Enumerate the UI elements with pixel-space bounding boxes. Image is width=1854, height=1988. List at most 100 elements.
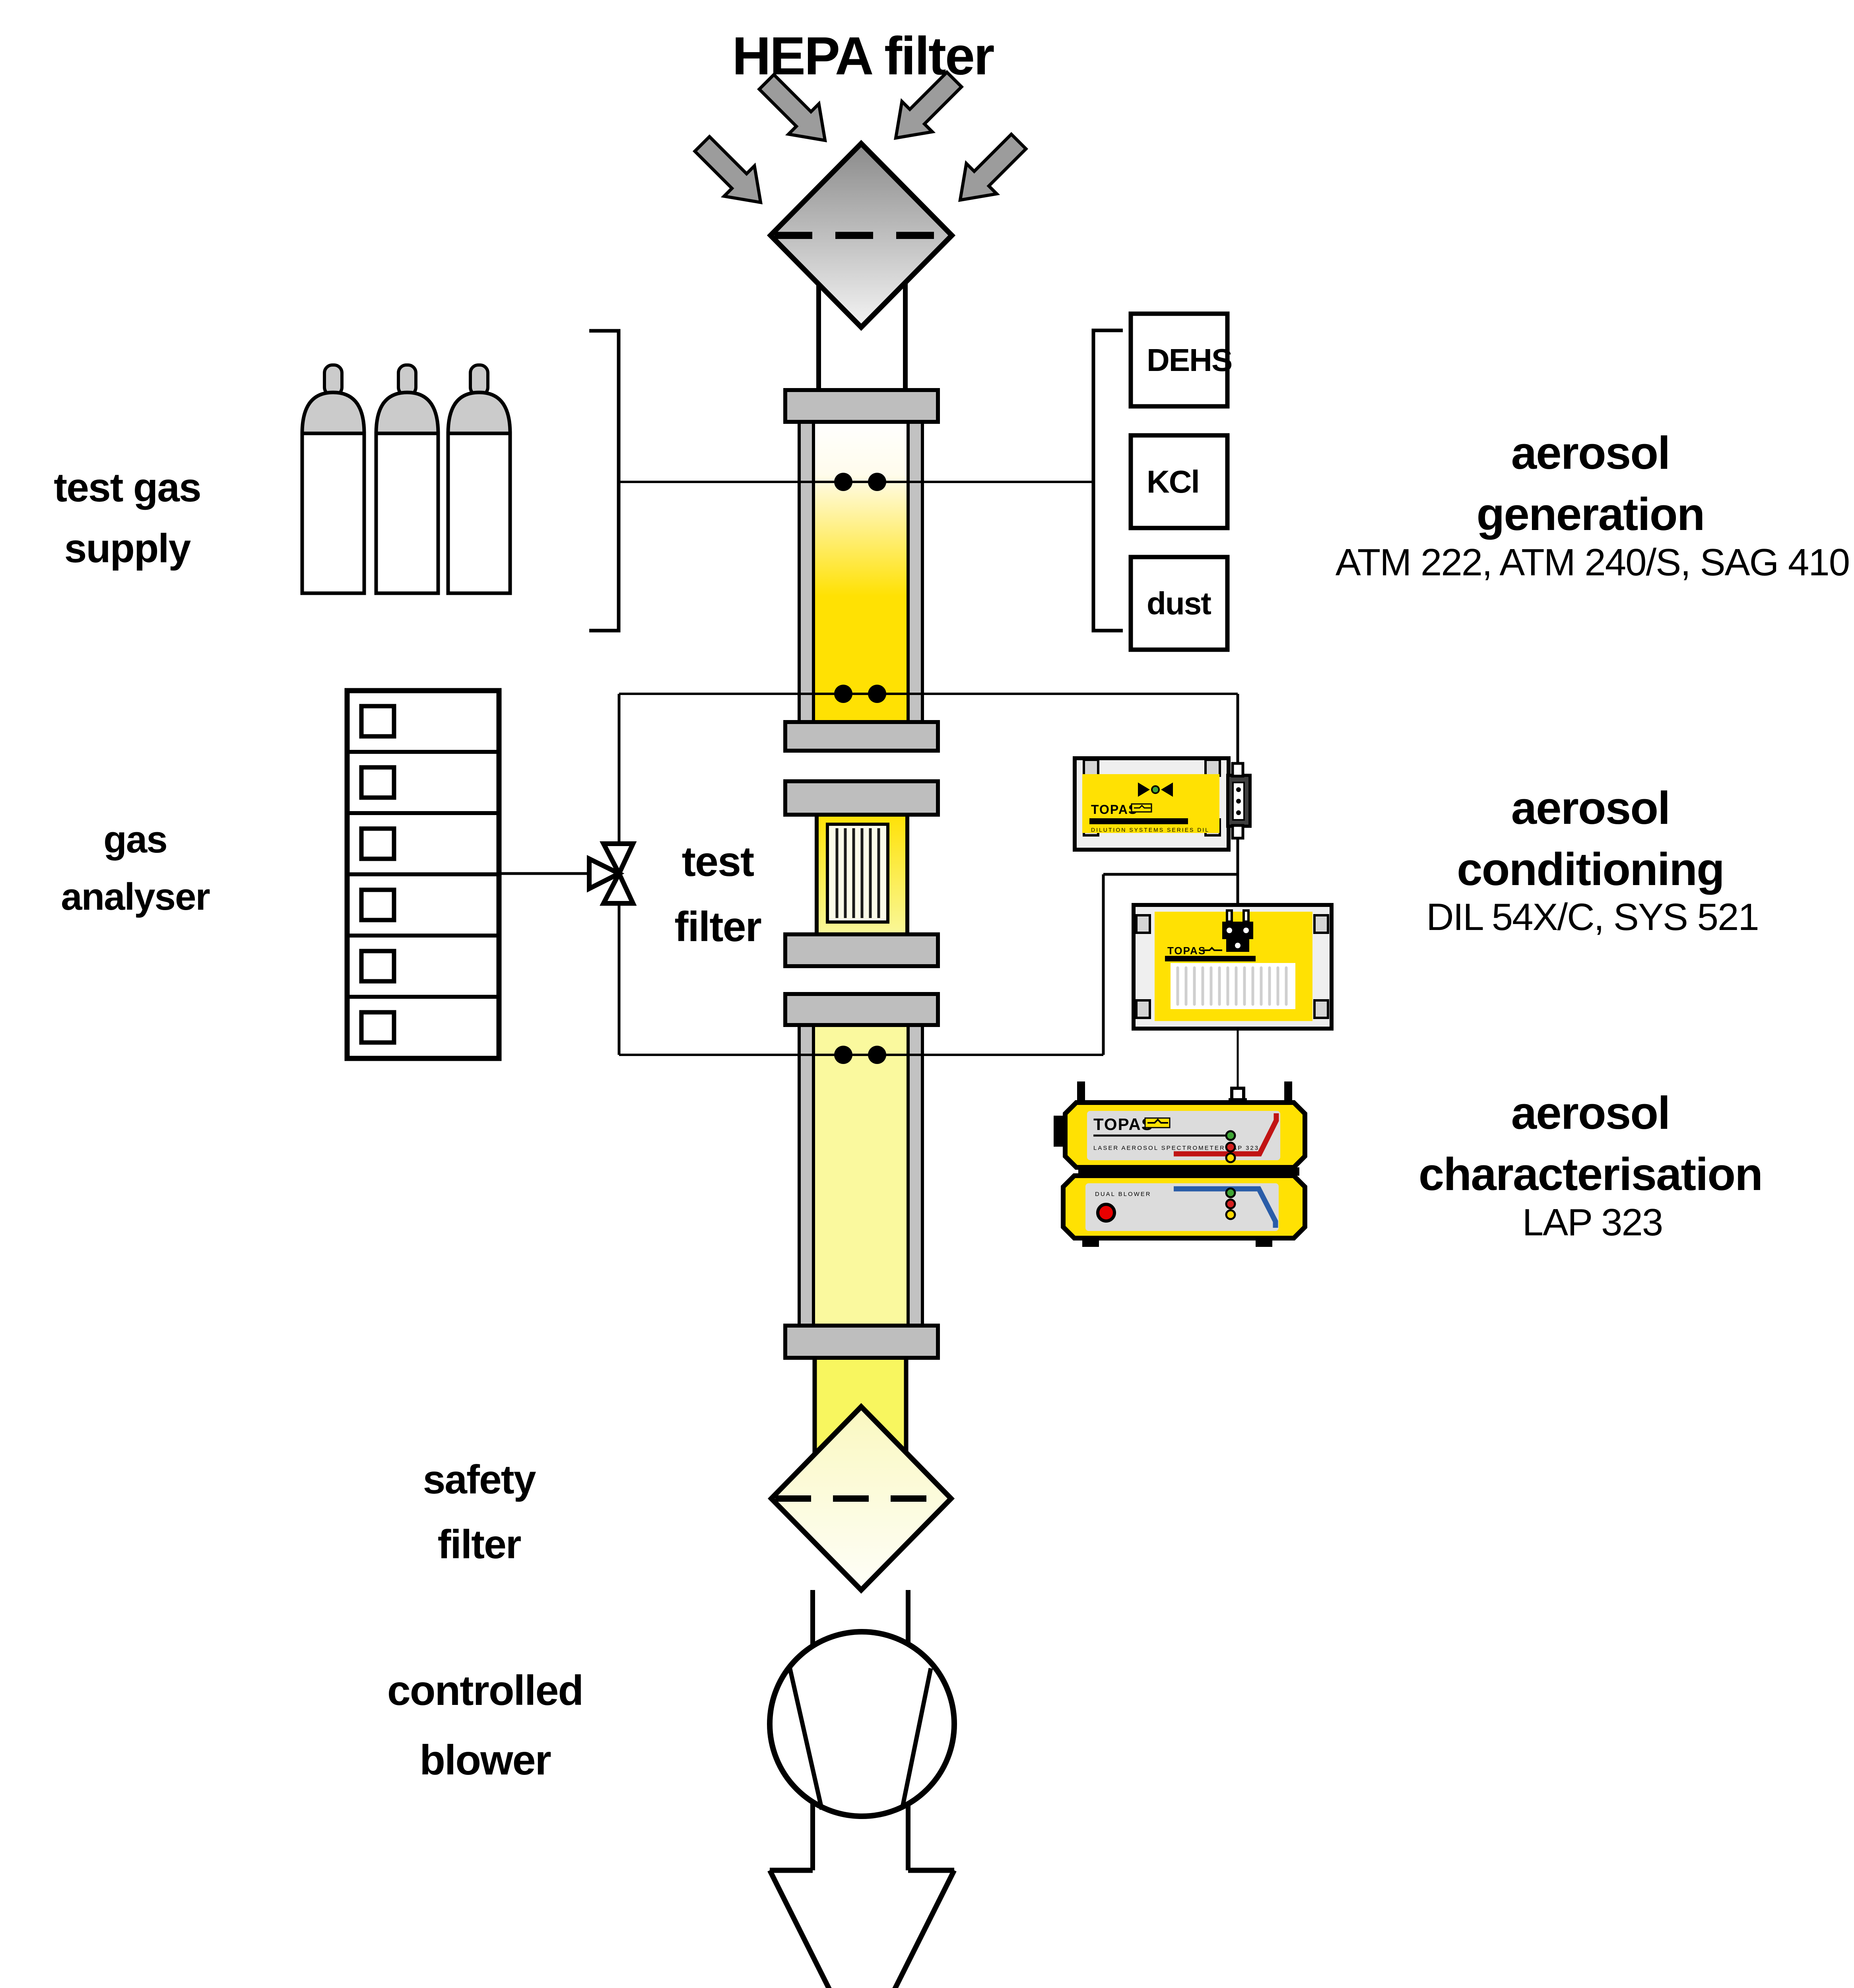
led-green <box>1225 1130 1236 1141</box>
source-box-kcl <box>1128 433 1230 530</box>
gas-cylinder <box>300 363 366 595</box>
conditioner-inlet-connector <box>1222 909 1253 952</box>
source-box-dehs <box>1128 311 1230 409</box>
three-way-valve-icon <box>587 841 637 906</box>
label-safety-filter: safety filter <box>360 1447 598 1577</box>
safety-filter-icon <box>767 1403 955 1594</box>
pipe-stub <box>1231 762 1244 778</box>
power-button <box>1096 1203 1116 1223</box>
mixing-duct <box>783 388 940 753</box>
label-line: analyser <box>61 876 210 918</box>
heading-line: aerosol <box>1511 782 1671 834</box>
analyser-module-window <box>359 1010 396 1045</box>
brand-logo-text: TOPAS <box>1091 802 1138 817</box>
flange <box>783 779 940 817</box>
label-line: blower <box>419 1736 551 1784</box>
generation-bracket <box>1091 328 1123 633</box>
inflow-arrow-icon <box>894 70 964 140</box>
models-aerosol-generation: ATM 222, ATM 240/S, SAG 410 <box>1335 541 1850 584</box>
flange <box>783 932 940 968</box>
duct-wall <box>907 418 924 725</box>
test-filter-section <box>783 779 940 968</box>
brand-logo-mark <box>1131 803 1152 813</box>
analyser-module-window <box>359 887 396 922</box>
sampling-port-dot <box>868 685 886 703</box>
antenna <box>1284 1081 1292 1103</box>
outlet-arrow-icon <box>767 1868 957 1988</box>
led-yellow <box>1225 1152 1236 1163</box>
source-box-label-dehs: DEHS <box>1147 342 1233 378</box>
led-yellow <box>1225 1209 1236 1220</box>
diluter-device: TOPAS DILUTION SYSTEMS SERIES DIL <box>1073 756 1252 852</box>
label-line: supply <box>64 526 191 571</box>
heading-line: characterisation <box>1418 1148 1763 1200</box>
diluter-flow-icon <box>1138 782 1173 797</box>
gas-cylinders <box>300 363 512 595</box>
flange <box>783 1324 940 1360</box>
label-line: gas <box>103 818 167 861</box>
label-gas-analyser: gas analyser <box>12 811 258 926</box>
heading-line: aerosol <box>1511 1087 1671 1139</box>
red-stripe <box>1174 1113 1279 1157</box>
label-test-gas-supply: test gas supply <box>4 457 250 579</box>
label-controlled-blower: controlled blower <box>346 1656 624 1795</box>
source-box-dust <box>1128 555 1230 652</box>
flange <box>783 720 940 753</box>
analyser-module-window <box>359 765 396 800</box>
label-line: safety <box>423 1457 536 1502</box>
sampling-port-dot <box>868 473 886 491</box>
source-box-label-dust: dust <box>1147 585 1211 621</box>
coil-lines <box>1176 966 1288 1006</box>
inflow-arrow-icon <box>757 72 827 142</box>
pipe-stub <box>1231 824 1244 840</box>
models-aerosol-characterisation: LAP 323 <box>1522 1201 1664 1244</box>
brand-logo-text: TOPAS <box>1167 945 1206 957</box>
label-line: controlled <box>387 1667 584 1714</box>
sampling-port-dot <box>834 473 852 491</box>
mounting-tabs <box>1135 914 1329 1019</box>
led-green <box>1225 1187 1236 1198</box>
heading-aerosol-characterisation: aerosol characterisation <box>1312 1082 1854 1205</box>
device-subtext: DILUTION SYSTEMS SERIES DIL <box>1091 827 1209 833</box>
conditioner-coil-panel <box>1171 963 1295 1009</box>
flange <box>783 388 940 424</box>
analyser-module-window <box>359 949 396 984</box>
sampling-port-dot <box>834 1046 852 1064</box>
source-box-label-kcl: KCl <box>1147 464 1200 499</box>
sampling-port-dot <box>834 685 852 703</box>
side-handle <box>1054 1116 1066 1147</box>
gas-cylinder <box>374 363 440 595</box>
antenna <box>1077 1081 1085 1103</box>
aerosol-source-boxes <box>1128 311 1230 652</box>
page-title: HEPA filter <box>732 26 994 86</box>
hepa-filter-icon <box>767 140 956 331</box>
heading-aerosol-generation: aerosol generation <box>1312 422 1854 545</box>
label-line: filter <box>674 903 762 951</box>
flange <box>783 992 940 1027</box>
downstream-duct <box>783 992 940 1329</box>
led-red <box>1225 1198 1236 1209</box>
label-line: test <box>681 838 755 885</box>
device-subtext: DUAL BLOWER <box>1095 1191 1151 1198</box>
inflow-arrow-icon <box>958 132 1029 202</box>
label-line: test gas <box>54 465 202 510</box>
duct-wall <box>907 1022 924 1329</box>
conditioner-device: TOPAS <box>1132 903 1334 1031</box>
label-test-filter: test filter <box>598 829 837 960</box>
lap-spectrometer-stack: TOPAS LASER AEROSOL SPECTROMETER LAP 323… <box>1054 1081 1307 1247</box>
blue-stripe <box>1174 1186 1278 1228</box>
sampling-ports <box>834 473 886 1064</box>
models-aerosol-conditioning: DIL 54X/C, SYS 521 <box>1426 896 1759 938</box>
led-red <box>1225 1142 1236 1153</box>
test-gas-bracket <box>589 329 621 633</box>
brand-logo-text: TOPAS <box>1093 1115 1153 1134</box>
gas-analyser-rack <box>344 688 502 1061</box>
duct-wall <box>798 418 815 725</box>
heading-line: generation <box>1476 488 1705 540</box>
heading-aerosol-conditioning: aerosol conditioning <box>1312 777 1854 900</box>
analyser-module-window <box>359 704 396 739</box>
filter-pleats <box>835 828 880 918</box>
gas-cylinder <box>446 363 512 595</box>
